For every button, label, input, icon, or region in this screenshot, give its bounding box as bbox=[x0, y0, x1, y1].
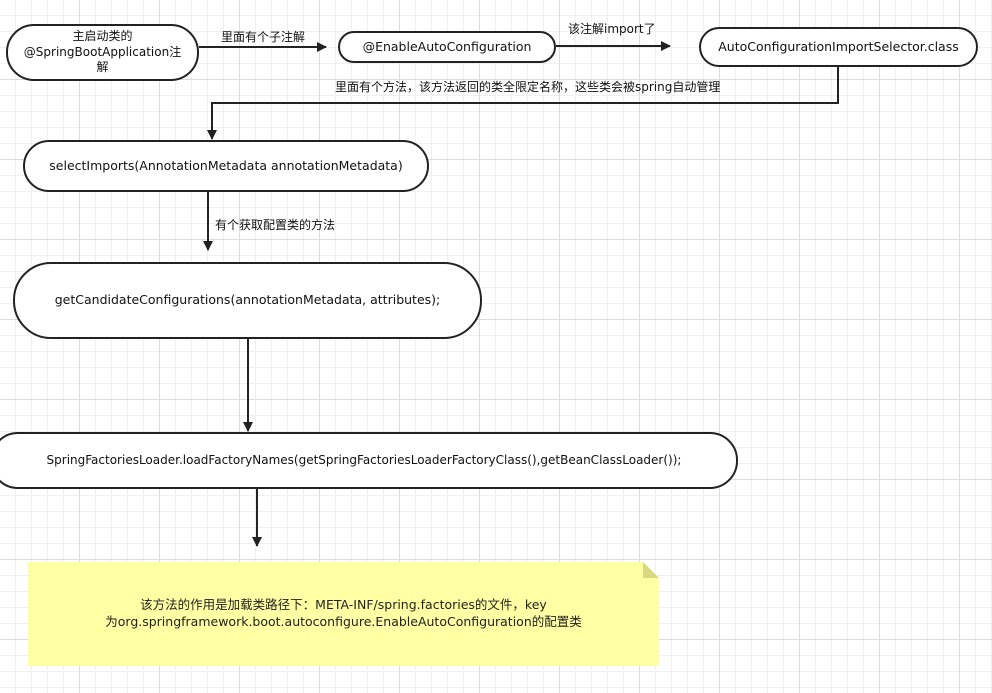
note-spring-factories[interactable]: 该方法的作用是加载类路径下：META-INF/spring.factories的… bbox=[28, 562, 659, 666]
node-select-imports-label: selectImports(AnnotationMetadata annotat… bbox=[49, 157, 403, 173]
edge-label-annotation-imports: 该注解import了 bbox=[568, 22, 656, 36]
node-enable-auto-configuration-label: @EnableAutoConfiguration bbox=[362, 38, 532, 54]
node-load-factory-names[interactable]: SpringFactoriesLoader.loadFactoryNames(g… bbox=[0, 432, 738, 489]
note-line-2: 为org.springframework.boot.autoconfigure.… bbox=[105, 614, 582, 629]
node-main-class[interactable]: 主启动类的@SpringBootApplication注解 bbox=[6, 24, 199, 81]
node-main-class-label: 主启动类的@SpringBootApplication注解 bbox=[23, 29, 182, 75]
node-enable-auto-configuration[interactable]: @EnableAutoConfiguration bbox=[338, 31, 556, 63]
node-import-selector[interactable]: AutoConfigurationImportSelector.class bbox=[699, 27, 978, 67]
edge-label-method-returns: 里面有个方法，该方法返回的类全限定名称，这些类会被spring自动管理 bbox=[335, 80, 721, 94]
edge-label-sub-annotation: 里面有个子注解 bbox=[221, 30, 306, 44]
node-load-factory-names-label: SpringFactoriesLoader.loadFactoryNames(g… bbox=[46, 452, 682, 467]
node-get-candidate-configurations[interactable]: getCandidateConfigurations(annotationMet… bbox=[13, 262, 482, 339]
note-line-1: 该方法的作用是加载类路径下：META-INF/spring.factories的… bbox=[140, 597, 547, 613]
node-select-imports[interactable]: selectImports(AnnotationMetadata annotat… bbox=[23, 140, 429, 192]
node-import-selector-label: AutoConfigurationImportSelector.class bbox=[718, 38, 959, 54]
arrow-selector-to-selectimports bbox=[207, 67, 839, 140]
node-get-candidate-configurations-label: getCandidateConfigurations(annotationMet… bbox=[54, 292, 441, 308]
edge-label-get-config-method: 有个获取配置类的方法 bbox=[215, 218, 336, 232]
